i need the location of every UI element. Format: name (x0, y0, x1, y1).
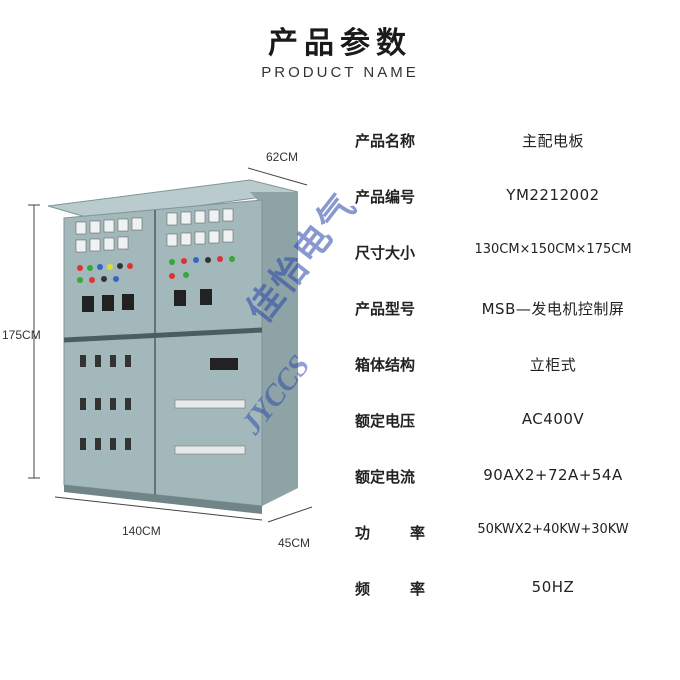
spec-value: YM2212002 (506, 186, 600, 204)
spec-label: 箱体结构 (355, 356, 416, 374)
spec-row: 功率 50KWX2+40KW+30KW (355, 514, 675, 570)
spec-row: 频率 50HZ (355, 570, 675, 626)
width-dimension-line (54, 496, 263, 521)
spec-row: 产品编号 YM2212002 (355, 178, 675, 234)
breaker-panel-lower (80, 355, 246, 455)
page-subtitle: PRODUCT NAME (261, 64, 419, 81)
dimension-height: 175CM (2, 328, 41, 342)
spec-label: 产品编号 (355, 188, 416, 206)
spec-label: 额定电流 (355, 468, 416, 486)
dimension-width: 140CM (122, 524, 161, 538)
dimension-depth-bottom: 45CM (278, 536, 311, 550)
spec-value: MSB—发电机控制屏 (481, 300, 625, 318)
spec-value: 90AX2+72A+54A (483, 466, 623, 484)
dimension-depth-top: 62CM (266, 150, 299, 164)
spec-value: 主配电板 (521, 132, 584, 150)
spec-value: 50HZ (531, 578, 575, 596)
spec-table: 产品名称 主配电板 产品编号 YM2212002 尺寸大小 130CM×150C… (355, 122, 675, 626)
spec-label: 产品名称 (355, 132, 416, 150)
spec-label: 尺寸大小 (355, 244, 416, 262)
spec-row: 额定电流 90AX2+72A+54A (355, 458, 675, 514)
spec-row: 产品名称 主配电板 (355, 122, 675, 178)
meter-panel-right (166, 208, 235, 306)
spec-row: 产品型号 MSB—发电机控制屏 (355, 290, 675, 346)
spec-label: 产品型号 (355, 300, 416, 318)
spec-row: 尺寸大小 130CM×150CM×175CM (355, 234, 675, 290)
spec-value: 130CM×150CM×175CM (474, 242, 632, 257)
spec-value: AC400V (521, 410, 585, 428)
page-title: 产品参数 (268, 26, 412, 61)
spec-label: 功率 (355, 524, 425, 542)
spec-value: 50KWX2+40KW+30KW (477, 522, 629, 537)
meter-panel-left (75, 217, 143, 312)
spec-row: 额定电压 AC400V (355, 402, 675, 458)
spec-label: 频率 (355, 580, 425, 598)
bottom-depth-line (267, 506, 313, 523)
spec-value: 立柜式 (529, 356, 577, 374)
spec-row: 箱体结构 立柜式 (355, 346, 675, 402)
spec-label: 额定电压 (355, 412, 416, 430)
top-depth-line (247, 167, 308, 186)
